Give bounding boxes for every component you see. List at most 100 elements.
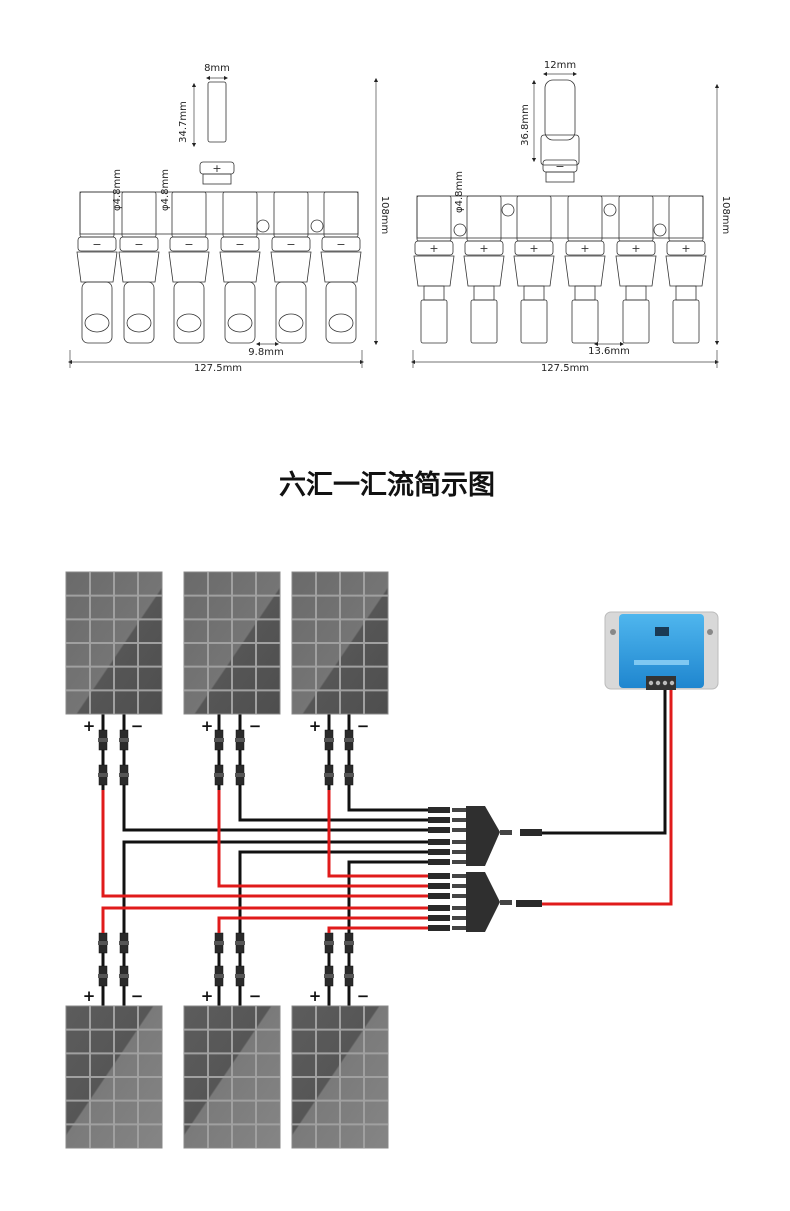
charge-controller	[604, 611, 719, 690]
branch-housing	[416, 195, 452, 242]
branch-clip	[423, 285, 445, 301]
branch-tail	[571, 299, 599, 344]
mc4-ring	[344, 738, 354, 742]
trunk-neck	[545, 171, 575, 183]
left-height-label: 108mm	[379, 196, 390, 235]
right-height-label: 108mm	[720, 196, 731, 235]
branch-polarity-symbol: +	[580, 242, 589, 255]
mc4-ring	[324, 773, 334, 777]
mount-screw	[610, 629, 616, 635]
positive-wire	[327, 926, 430, 933]
mc4-ring	[119, 738, 129, 742]
branch-plug	[428, 893, 450, 899]
branch-clip	[675, 285, 697, 301]
branch-plug	[428, 925, 450, 931]
branch-plug	[428, 905, 450, 911]
branch-nut	[564, 255, 606, 287]
branch-tail-lens	[84, 313, 110, 333]
plus-label: +	[83, 987, 96, 1005]
positive-wire	[101, 790, 430, 898]
branch-housing	[273, 191, 309, 238]
negative-combiner	[466, 806, 500, 866]
wiring-diagram	[98, 690, 673, 1006]
branch-tail	[224, 281, 256, 344]
branch-plug-tip	[452, 840, 466, 844]
mc4-ring	[98, 974, 108, 978]
mc4-ring	[214, 941, 224, 945]
controller-label-strip	[634, 660, 689, 665]
branch-plug-tip	[452, 860, 466, 864]
minus-label: −	[249, 717, 262, 735]
terminal-screw	[669, 680, 675, 686]
branch-tail	[520, 299, 548, 344]
trunk-pin	[207, 81, 227, 143]
branch-collar	[514, 240, 554, 256]
mc4-ring	[324, 738, 334, 742]
branch-plug-tip	[452, 828, 466, 832]
trunk-pin	[544, 79, 576, 141]
mc4-ring	[214, 974, 224, 978]
branch-collar	[321, 236, 361, 252]
branch-polarity-symbol: +	[681, 242, 690, 255]
right-connector-drawing: −++++++	[410, 71, 720, 368]
branch-clip	[574, 285, 596, 301]
mc4-ring	[235, 941, 245, 945]
branch-tail	[672, 299, 700, 344]
branch-plug-tip	[452, 850, 466, 854]
branch-polarity-symbol: −	[92, 238, 101, 251]
branch-nut	[320, 251, 362, 283]
left-total-width-label: 127.5mm	[194, 363, 242, 374]
negative-wire	[238, 790, 430, 822]
branch-plug-tip	[452, 906, 466, 910]
branch-nut	[615, 255, 657, 287]
branch-tail-lens	[126, 313, 152, 333]
branch-plug-tip	[452, 884, 466, 888]
right-total-width-label: 127.5mm	[541, 363, 589, 374]
branch-tail-lens	[278, 313, 304, 333]
branch-nut	[513, 255, 555, 287]
main-negative-wire	[542, 690, 667, 835]
mounting-hole	[653, 223, 667, 237]
positive-wire	[101, 906, 430, 933]
branch-tail	[123, 281, 155, 344]
mc4-ring	[344, 941, 354, 945]
branch-housing	[222, 191, 258, 238]
branch-tail	[470, 299, 498, 344]
mount-screw	[707, 629, 713, 635]
branch-nut	[118, 251, 160, 283]
page-title: 六汇一汇流简示图	[279, 469, 495, 501]
mc4-ring	[235, 974, 245, 978]
branch-collar	[414, 240, 454, 256]
right-pitch-label: 13.6mm	[588, 346, 630, 357]
minus-label: −	[357, 987, 370, 1005]
trunk-neck	[202, 173, 232, 185]
plus-label: +	[309, 987, 322, 1005]
branch-collar	[616, 240, 656, 256]
branch-nut	[270, 251, 312, 283]
mc4-ring	[119, 941, 129, 945]
positive-wire	[327, 790, 430, 878]
right-pin-length-label: 36.8mm	[520, 104, 531, 146]
right-pin-width-label: 12mm	[544, 60, 576, 71]
mc4-ring	[98, 738, 108, 742]
controller-body	[619, 614, 704, 688]
mounting-hole	[310, 219, 324, 233]
mc4-ring	[235, 738, 245, 742]
branch-collar	[77, 236, 117, 252]
positive-wire	[217, 916, 430, 933]
plus-label: +	[201, 717, 214, 735]
branch-tail	[622, 299, 650, 344]
mc4-ring	[214, 773, 224, 777]
branch-tail	[420, 299, 448, 344]
left-pin-length-label: 34.7mm	[178, 101, 189, 143]
branch-polarity-symbol: −	[336, 238, 345, 251]
branch-plug	[428, 827, 450, 833]
mc4-ring	[214, 738, 224, 742]
trunk-polarity-symbol: −	[555, 160, 564, 173]
branch-plug	[428, 839, 450, 845]
branch-polarity-symbol: −	[286, 238, 295, 251]
branch-polarity-symbol: −	[184, 238, 193, 251]
controller-display	[655, 627, 669, 636]
branch-polarity-symbol: −	[134, 238, 143, 251]
